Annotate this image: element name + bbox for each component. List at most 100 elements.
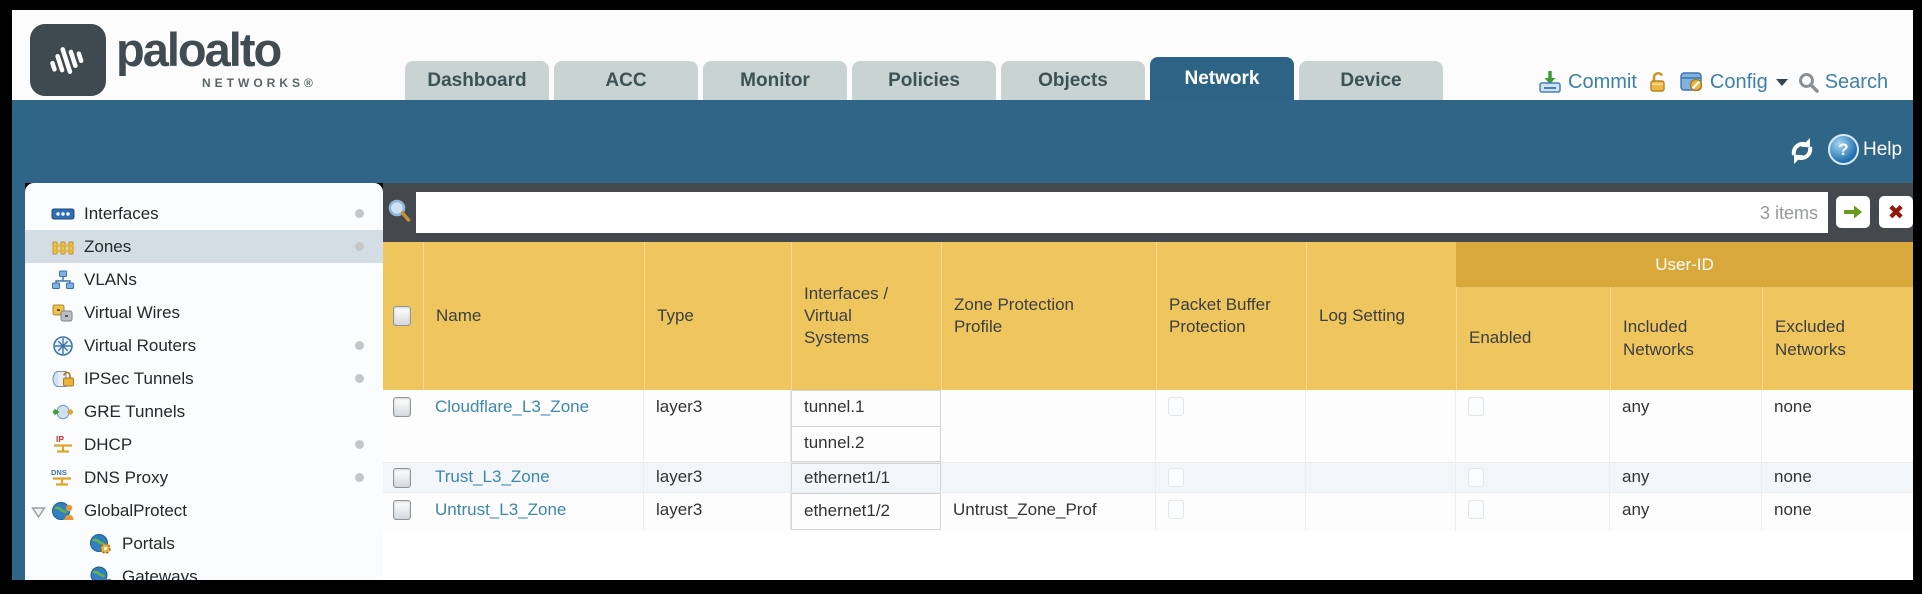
commit-button[interactable]: Commit — [1537, 70, 1637, 94]
column-header-packet-buffer-protection[interactable]: Packet Buffer Protection — [1156, 242, 1306, 390]
zones-icon — [49, 236, 76, 258]
sidebar-item-gre-tunnels[interactable]: GRE Tunnels — [25, 395, 383, 428]
zone-protection-profile — [941, 390, 1156, 462]
sidebar-item-vlans[interactable]: VLANs — [25, 263, 383, 296]
utility-toolbar: Commit Config — [1537, 64, 1888, 100]
vlans-icon — [49, 269, 76, 291]
network-sidebar: Interfaces Zones VLANs Virtual Wires — [25, 183, 383, 580]
gateways-icon — [87, 566, 114, 580]
sidebar-item-virtual-routers[interactable]: Virtual Routers — [25, 329, 383, 362]
row-checkbox[interactable] — [393, 500, 411, 520]
row-checkbox[interactable] — [393, 468, 411, 488]
unlock-icon[interactable] — [1646, 70, 1670, 94]
zone-protection-profile — [941, 463, 1156, 493]
virtual-wires-icon — [49, 302, 76, 324]
brand-sub-wordmark: NETWORKS® — [202, 76, 317, 90]
chevron-down-icon — [1775, 78, 1788, 86]
sidebar-item-label: GRE Tunnels — [84, 401, 186, 421]
clear-x-icon: ✖ — [1887, 201, 1905, 224]
sidebar-item-gateways[interactable]: Gateways — [25, 560, 383, 580]
zones-content-pane: 3 items ✖ User-ID Name Type Interfaces /… — [383, 183, 1913, 580]
clear-filter-button[interactable]: ✖ — [1879, 196, 1913, 228]
sidebar-item-interfaces[interactable]: Interfaces — [25, 197, 383, 230]
packet-buffer-protection-checkbox[interactable] — [1168, 500, 1184, 519]
top-header-band: paloalto NETWORKS® Dashboard ACC Monitor… — [12, 10, 1913, 100]
sidebar-item-label: Gateways — [122, 566, 198, 581]
column-header-zone-protection-profile[interactable]: Zone Protection Profile — [941, 242, 1156, 390]
item-count-label: 3 items — [1759, 203, 1818, 223]
tab-network[interactable]: Network — [1150, 57, 1294, 100]
sidebar-item-label: IPSec Tunnels — [84, 368, 194, 388]
sidebar-item-portals[interactable]: Portals — [25, 527, 383, 560]
select-all-checkbox[interactable] — [393, 306, 411, 326]
sidebar-item-dhcp[interactable]: IP DHCP — [25, 428, 383, 461]
sidebar-item-zones[interactable]: Zones — [25, 230, 383, 263]
svg-text:IP: IP — [56, 434, 64, 444]
refresh-icon[interactable] — [1786, 136, 1818, 166]
green-arrow-icon — [1843, 205, 1862, 219]
tab-policies[interactable]: Policies — [852, 61, 996, 100]
user-id-enabled-checkbox[interactable] — [1468, 468, 1484, 487]
zone-name-link[interactable]: Untrust_L3_Zone — [435, 500, 567, 519]
packet-buffer-protection-checkbox[interactable] — [1168, 468, 1184, 487]
help-icon: ? — [1828, 134, 1859, 165]
config-icon — [1680, 72, 1703, 92]
zone-name-link[interactable]: Trust_L3_Zone — [435, 467, 550, 486]
teal-left-strip — [12, 183, 25, 580]
apply-filter-button[interactable] — [1836, 196, 1870, 228]
filter-input[interactable] — [416, 192, 1828, 233]
tab-acc[interactable]: ACC — [554, 61, 698, 100]
log-setting — [1306, 390, 1456, 462]
column-header-excluded-networks[interactable]: Excluded Networks — [1762, 287, 1913, 390]
sidebar-item-label: VLANs — [84, 269, 137, 289]
sidebar-item-dns-proxy[interactable]: DNS DNS Proxy — [25, 461, 383, 494]
interface-cell: ethernet1/2 — [791, 493, 941, 530]
zone-name-link[interactable]: Cloudflare_L3_Zone — [435, 397, 590, 416]
user-id-enabled-checkbox[interactable] — [1468, 397, 1484, 416]
gre-tunnels-icon — [49, 401, 76, 423]
brand-wordmark: paloalto — [116, 23, 282, 76]
help-button[interactable]: ? Help — [1828, 134, 1902, 165]
help-label: Help — [1863, 138, 1903, 160]
sidebar-item-label: Interfaces — [84, 203, 159, 223]
global-search-button[interactable]: Search — [1797, 71, 1888, 94]
zones-table-header: User-ID Name Type Interfaces / Virtual S… — [383, 242, 1913, 390]
config-label: Config — [1709, 70, 1768, 93]
sidebar-item-globalprotect[interactable]: GlobalProtect — [25, 494, 383, 527]
tab-device[interactable]: Device — [1299, 61, 1443, 100]
search-icon — [1798, 72, 1819, 93]
zone-type: layer3 — [644, 493, 791, 531]
column-header-interfaces[interactable]: Interfaces / Virtual Systems — [791, 242, 941, 390]
sidebar-item-virtual-wires[interactable]: Virtual Wires — [25, 296, 383, 329]
virtual-routers-icon — [49, 335, 76, 357]
excluded-networks: none — [1774, 500, 1812, 519]
row-checkbox[interactable] — [393, 397, 411, 417]
svg-text:DNS: DNS — [51, 468, 67, 477]
tab-dashboard[interactable]: Dashboard — [405, 61, 549, 100]
config-menu-button[interactable]: Config — [1679, 70, 1788, 94]
column-header-name[interactable]: Name — [423, 242, 644, 390]
table-row: Trust_L3_Zone layer3 ethernet1/1 any non… — [383, 462, 1913, 493]
logo-bars-icon — [50, 47, 84, 74]
excluded-networks: none — [1774, 467, 1812, 486]
column-header-included-networks[interactable]: Included Networks — [1610, 287, 1762, 390]
column-header-type[interactable]: Type — [644, 242, 791, 390]
column-header-enabled[interactable]: Enabled — [1456, 287, 1610, 390]
column-header-log-setting[interactable]: Log Setting — [1306, 242, 1456, 390]
sidebar-item-ipsec-tunnels[interactable]: IPSec Tunnels — [25, 362, 383, 395]
sidebar-item-label: Virtual Routers — [84, 335, 197, 355]
tab-monitor[interactable]: Monitor — [703, 61, 847, 100]
ipsec-tunnels-icon — [49, 368, 76, 390]
dns-proxy-icon: DNS — [49, 467, 76, 489]
filter-bar: 3 items ✖ — [383, 183, 1913, 242]
expander-triangle-icon[interactable] — [31, 504, 46, 524]
log-setting — [1306, 493, 1456, 531]
sidebar-item-label: Zones — [84, 236, 132, 256]
sidebar-item-label: Virtual Wires — [84, 302, 181, 322]
commit-icon — [1539, 71, 1561, 93]
user-id-enabled-checkbox[interactable] — [1468, 500, 1484, 519]
sidebar-item-label: Portals — [122, 533, 175, 553]
tab-objects[interactable]: Objects — [1001, 61, 1145, 100]
packet-buffer-protection-checkbox[interactable] — [1168, 397, 1184, 416]
